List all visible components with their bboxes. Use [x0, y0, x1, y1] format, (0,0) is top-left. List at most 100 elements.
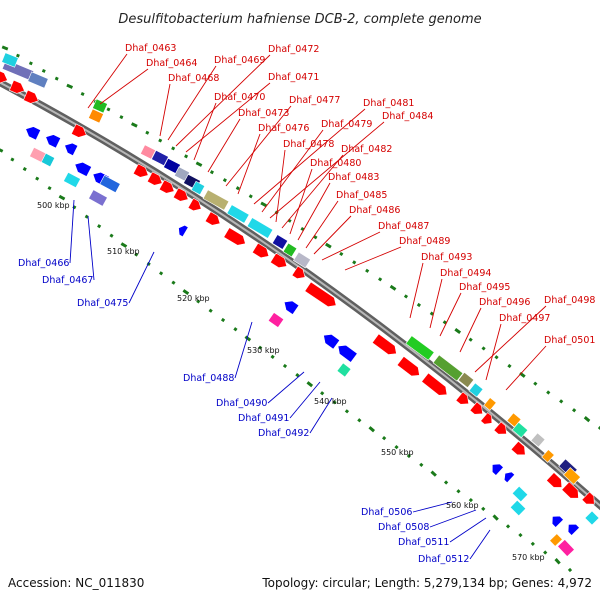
gene-block — [509, 499, 527, 517]
forward-gene-arrow — [22, 89, 39, 104]
tick-mark — [389, 284, 397, 291]
forward-gene-arrow — [223, 227, 246, 246]
kbp-label: 530 kbp — [247, 346, 280, 355]
tick-mark — [120, 242, 128, 248]
leader-line — [225, 105, 292, 187]
tick-mark — [222, 178, 227, 183]
gene-label-reverse: Dhaf_0490 — [216, 398, 267, 409]
gene-block — [246, 217, 274, 239]
reverse-gene-shape — [74, 161, 93, 177]
gene-label-forward: Dhaf_0496 — [479, 297, 530, 308]
reverse-gene-arrow — [74, 161, 93, 177]
leader-line — [167, 65, 217, 141]
gene-block-shape — [557, 539, 575, 557]
forward-gene-arrow — [291, 265, 306, 279]
forward-gene-shape — [291, 265, 306, 279]
gene-label-forward: Dhaf_0494 — [440, 268, 491, 279]
gene-block — [549, 533, 563, 547]
tick-mark — [492, 514, 499, 521]
tick-mark — [546, 390, 551, 395]
tick-mark — [35, 176, 40, 181]
forward-gene-shape — [304, 281, 337, 308]
tick-mark — [494, 355, 499, 360]
tick-mark — [235, 186, 240, 191]
gene-label-forward: Dhaf_0483 — [328, 172, 379, 183]
gene-block-shape — [246, 217, 274, 239]
leader-line — [69, 199, 75, 264]
forward-gene-arrow — [304, 281, 337, 308]
tick-mark — [159, 271, 164, 276]
forward-gene-arrow — [251, 242, 270, 259]
tick-mark — [182, 289, 190, 295]
tick-mark — [84, 214, 89, 219]
tick-mark — [468, 337, 473, 342]
gene-label-reverse: Dhaf_0488 — [183, 373, 234, 384]
gene-block-shape — [584, 510, 600, 526]
forward-gene-arrow — [561, 481, 579, 499]
leader-line — [449, 517, 487, 543]
gene-block-shape — [27, 71, 49, 89]
forward-gene-arrow — [396, 355, 420, 377]
leader-line — [469, 529, 491, 560]
gene-block-shape — [40, 152, 56, 168]
gene-block-shape — [267, 312, 285, 328]
forward-gene-arrow — [469, 401, 483, 415]
leader-line — [309, 397, 333, 434]
gene-block — [190, 180, 206, 196]
kbp-label: 570 kbp — [512, 553, 545, 562]
leader-line — [412, 501, 453, 513]
tick-mark — [507, 363, 512, 369]
leader-line — [485, 323, 502, 381]
tick-mark — [481, 346, 486, 351]
forward-gene-shape — [70, 123, 87, 138]
tick-mark — [403, 294, 409, 299]
tick-mark — [248, 194, 253, 199]
tick-mark — [313, 235, 318, 240]
leader-line — [474, 305, 547, 373]
tick-mark — [171, 280, 176, 285]
forward-gene-shape — [223, 227, 246, 246]
kbp-label: 510 kbp — [107, 247, 140, 256]
tick-mark — [282, 363, 288, 369]
tick-mark — [15, 53, 20, 58]
tick-mark — [130, 122, 138, 128]
reverse-gene-shape — [337, 344, 358, 363]
gene-label-forward: Dhaf_0476 — [258, 123, 309, 134]
reverse-gene-arrow — [64, 142, 79, 156]
leader-line — [234, 321, 253, 379]
reverse-gene-arrow — [491, 463, 504, 476]
gene-block-shape — [92, 98, 108, 114]
tick-mark — [260, 201, 268, 208]
gene-label-forward: Dhaf_0472 — [268, 44, 319, 55]
tick-mark — [0, 148, 4, 153]
leader-line — [185, 82, 271, 153]
tick-mark — [481, 506, 486, 511]
reverse-gene-arrow — [45, 134, 62, 149]
gene-label-forward: Dhaf_0477 — [289, 95, 340, 106]
tick-mark — [368, 426, 375, 433]
tick-mark — [306, 381, 314, 388]
tick-mark — [443, 480, 449, 485]
tick-mark — [429, 311, 434, 316]
gene-label-forward: Dhaf_0497 — [499, 313, 550, 324]
gene-block-shape — [457, 371, 475, 389]
leader-line — [344, 246, 402, 271]
forward-gene-shape — [455, 391, 470, 405]
forward-gene-shape — [158, 179, 175, 194]
forward-gene-arrow — [204, 211, 221, 226]
gene-label-reverse: Dhaf_0512 — [418, 554, 469, 565]
gene-label-forward: Dhaf_0464 — [146, 58, 197, 69]
gene-label-forward: Dhaf_0493 — [421, 252, 472, 263]
leader-line — [439, 292, 462, 337]
tick-mark — [80, 92, 85, 96]
gene-block-shape — [432, 354, 464, 382]
reverse-gene-shape — [283, 300, 300, 315]
tick-mark — [567, 567, 573, 573]
leader-line — [429, 509, 477, 528]
gene-block — [405, 335, 435, 361]
tick-mark — [22, 167, 27, 172]
gene-block-shape — [88, 189, 108, 207]
tick-mark — [442, 320, 447, 325]
genome-summary-text: Topology: circular; Length: 5,279,134 bp… — [261, 576, 592, 590]
tick-mark — [295, 373, 300, 378]
